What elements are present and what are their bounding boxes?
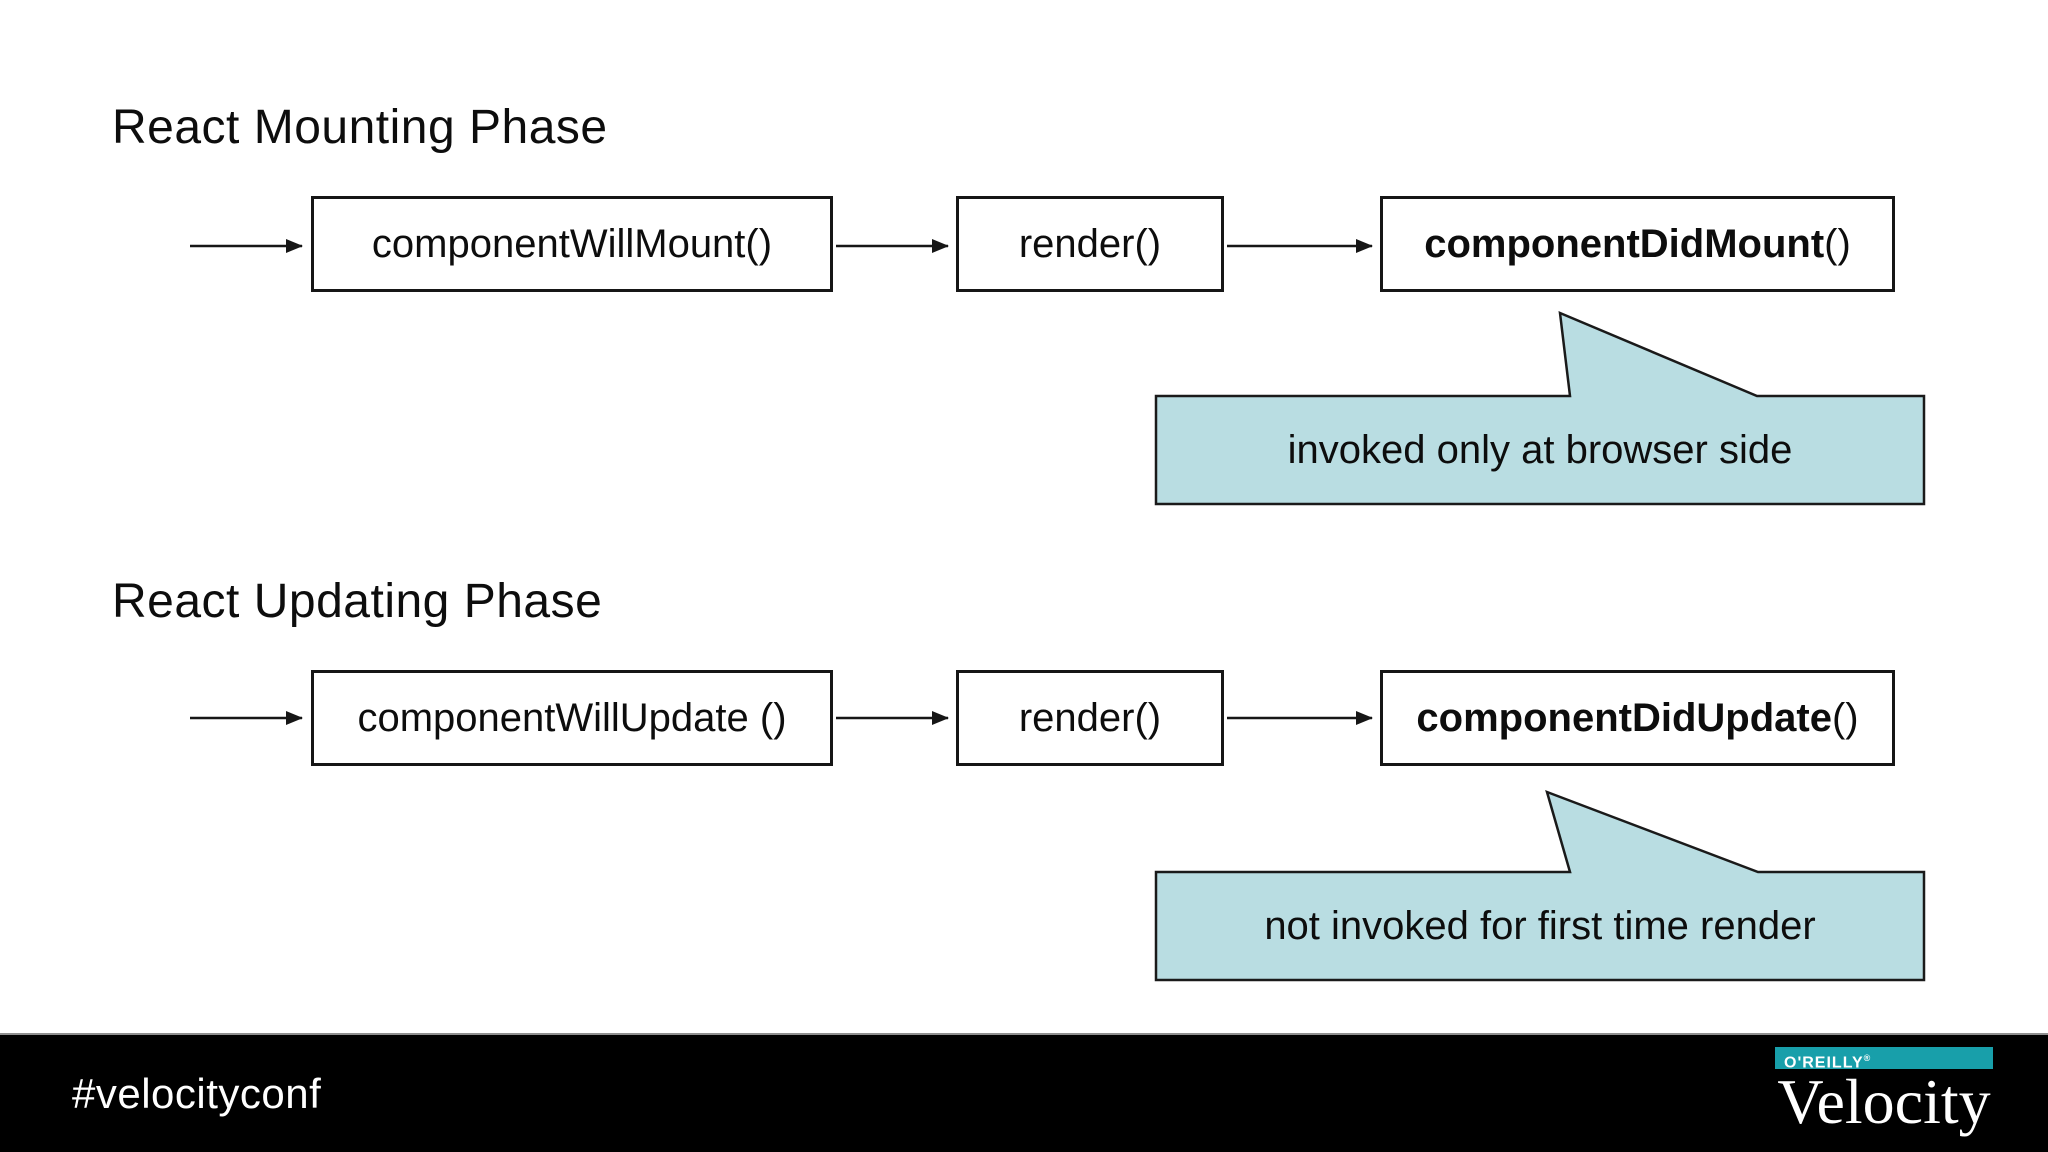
conference-hashtag: #velocityconf — [72, 1069, 322, 1117]
flow-box-label: render() — [1018, 221, 1162, 266]
flow-box-render-updating: render() — [956, 670, 1224, 766]
footer-bar: #velocityconf O'REILLY® Velocity — [0, 1033, 2048, 1152]
section-title-mounting: React Mounting Phase — [112, 101, 608, 154]
flow-box-componentwillupdate: componentWillUpdate () — [311, 670, 833, 766]
flow-box-label-suffix: () — [1824, 221, 1851, 266]
flow-box-render-mounting: render() — [956, 196, 1224, 292]
oreilly-velocity-logo: O'REILLY® Velocity — [1775, 1047, 1993, 1135]
registered-trademark-symbol: ® — [1863, 1053, 1872, 1063]
flow-box-componentdidmount: componentDidMount() — [1380, 196, 1895, 292]
flow-box-label: render() — [1018, 695, 1162, 740]
flow-box-label-bold: componentDidMount — [1424, 221, 1825, 266]
oreilly-brand-band: O'REILLY® — [1775, 1047, 1993, 1072]
flow-box-label-bold: componentDidUpdate — [1416, 695, 1832, 740]
oreilly-brand-text: O'REILLY — [1784, 1054, 1864, 1072]
callout-note-first-render: not invoked for first time render — [1264, 903, 1816, 948]
flow-box-label-suffix: () — [1831, 695, 1859, 740]
flow-box-componentdidupdate: componentDidUpdate() — [1380, 670, 1895, 766]
section-title-updating: React Updating Phase — [112, 575, 603, 628]
flow-box-label: componentWillUpdate () — [357, 695, 787, 740]
callout-note-browser-side: invoked only at browser side — [1287, 427, 1793, 472]
flow-box-componentwillmount: componentWillMount() — [311, 196, 833, 292]
flow-box-label: componentWillMount() — [371, 221, 773, 266]
velocity-logotype: Velocity — [1777, 1066, 1991, 1137]
